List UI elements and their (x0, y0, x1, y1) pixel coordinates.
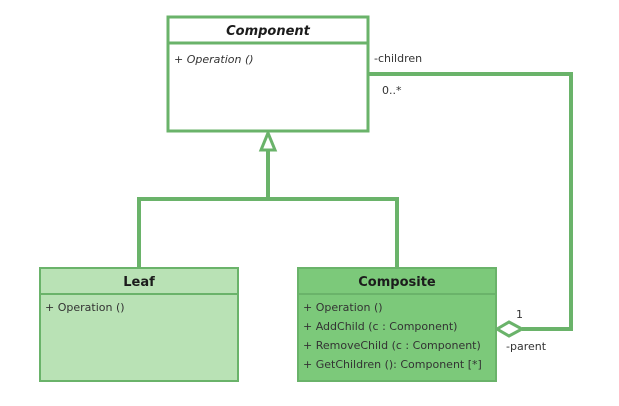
class-leaf-name: Leaf (123, 275, 155, 290)
class-composite-add-child: + AddChild (c : Component) (303, 320, 457, 333)
parent-multiplicity-label: 1 (516, 308, 523, 321)
class-composite-operation: + Operation () (303, 301, 383, 314)
children-multiplicity-label: 0..* (382, 84, 402, 97)
generalization-arrowhead (258, 129, 278, 152)
class-composite-remove-child: + RemoveChild (c : Component) (303, 339, 481, 352)
aggregation-diamond (494, 320, 526, 338)
class-component-operation: + Operation () (174, 53, 254, 66)
class-composite-name: Composite (358, 275, 436, 290)
class-component[interactable]: Component + Operation () (166, 15, 370, 133)
class-composite-get-children: + GetChildren (): Component [*] (303, 358, 482, 371)
aggregation-connector (368, 72, 573, 338)
children-role-label: -children (374, 52, 422, 65)
class-composite[interactable]: Composite + Operation () + AddChild (c :… (297, 267, 497, 382)
generalization-connector (137, 129, 399, 268)
class-leaf-operation: + Operation () (45, 301, 125, 314)
class-component-name: Component (226, 24, 311, 39)
parent-role-label: -parent (506, 340, 547, 353)
class-leaf[interactable]: Leaf + Operation () (39, 267, 239, 382)
